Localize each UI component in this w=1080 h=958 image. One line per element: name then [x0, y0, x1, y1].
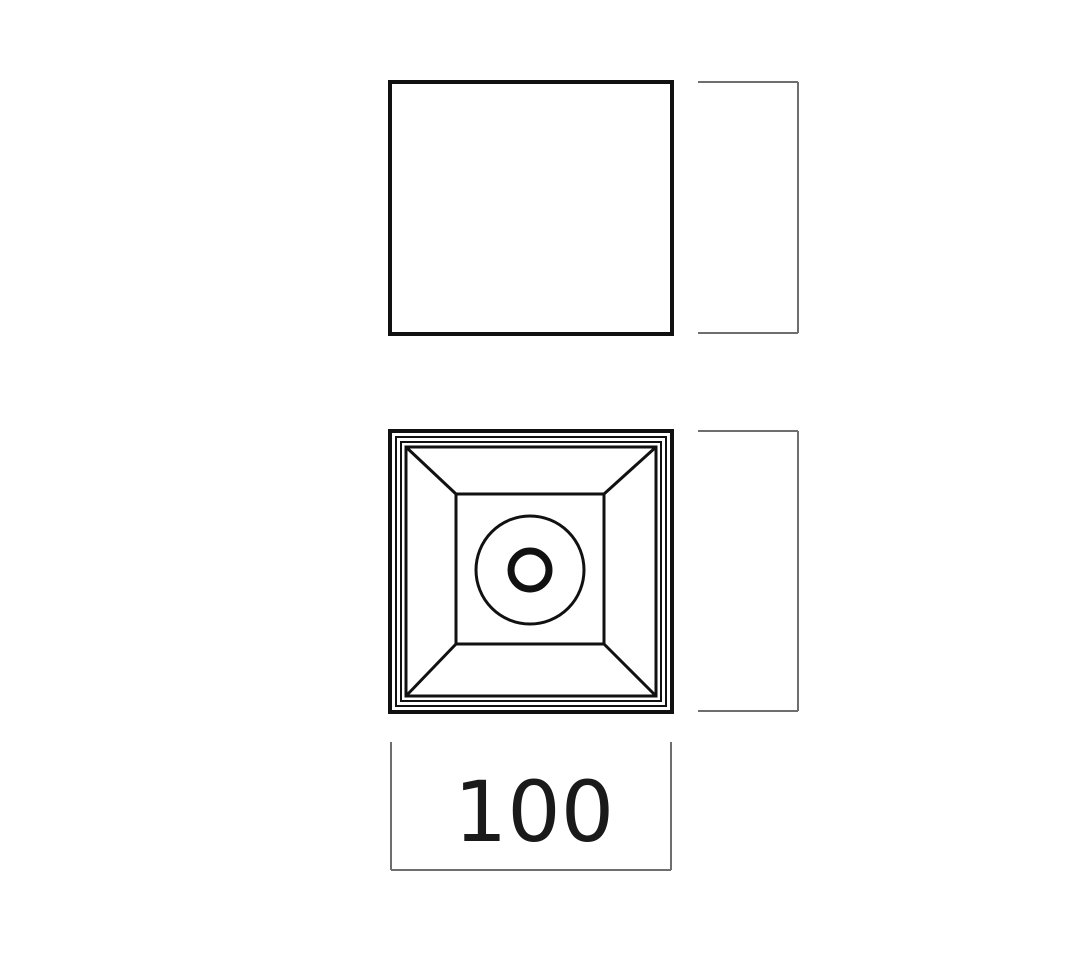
front-width-label: 100 — [454, 763, 614, 861]
bevel-line-bottom-left — [404, 642, 458, 698]
bevel-line-top-left — [404, 445, 458, 496]
front-view-frame-line-2 — [395, 436, 667, 707]
front-height-dimension — [698, 430, 799, 712]
bevel-line-bottom-right — [602, 642, 658, 698]
front-view-frame-line-3 — [400, 441, 662, 702]
front-view-outer-frame — [388, 429, 674, 714]
side-view-outline — [388, 80, 674, 336]
lens-outer-ring — [474, 514, 586, 626]
front-view — [388, 429, 674, 714]
front-view-bezel — [404, 445, 658, 698]
side-view — [388, 80, 674, 336]
front-view-inner-square — [454, 492, 606, 646]
side-height-dimension — [698, 81, 799, 334]
bevel-line-top-right — [602, 445, 658, 496]
lens-center — [507, 547, 553, 593]
front-width-dimension — [390, 742, 672, 871]
